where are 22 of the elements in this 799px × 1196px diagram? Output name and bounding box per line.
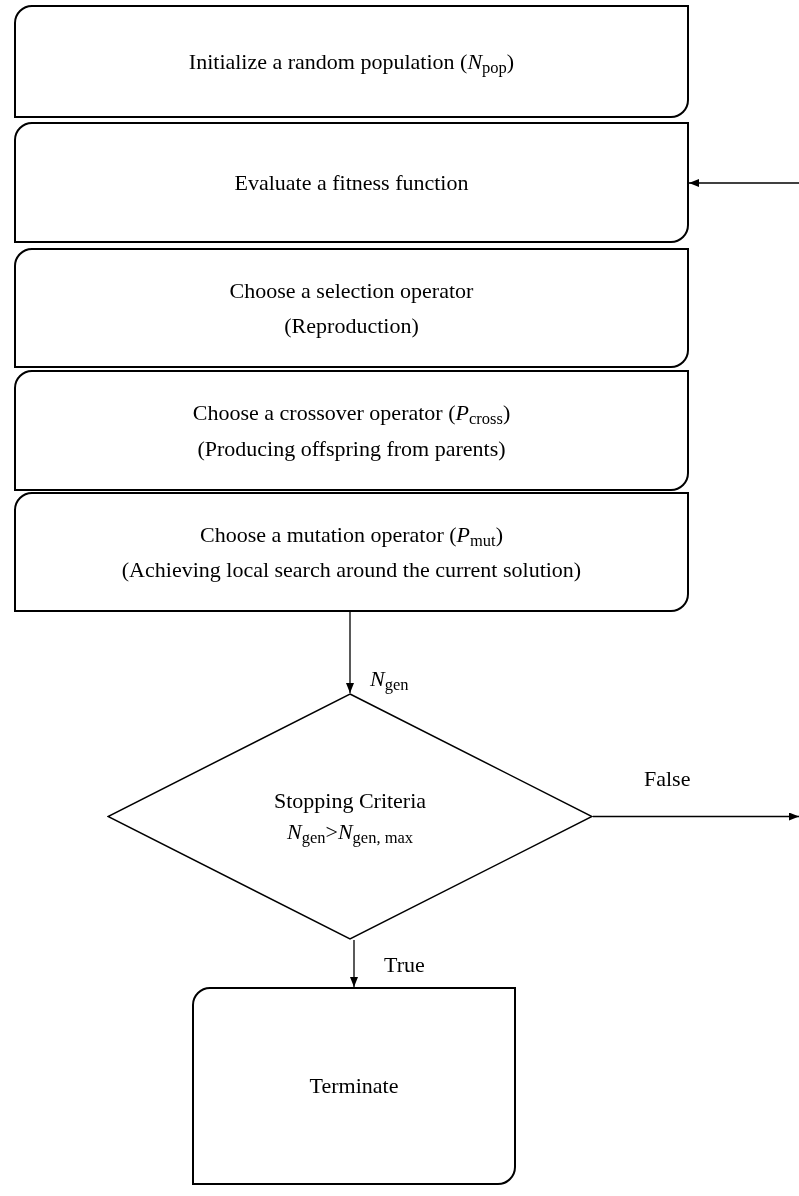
process-box	[14, 248, 689, 368]
node-text: Stopping Criteria	[273, 786, 427, 815]
arrow	[350, 939, 358, 988]
decision-diamond	[107, 693, 593, 940]
node-text: Choose a crossover operator (P$_{cross}$)	[192, 399, 511, 431]
node-text: (Achieving local search around the current solution)	[121, 556, 582, 584]
process-box	[192, 987, 516, 1185]
node-text: (Producing offspring from parents)	[197, 434, 506, 463]
node-text: Evaluate a fitness function	[234, 168, 469, 197]
node-text: N$_{gen}$>N$_{gen, max}$	[286, 817, 414, 848]
arrow	[688, 179, 799, 187]
process-box	[14, 492, 689, 612]
node-text: Choose a selection operator	[229, 276, 474, 305]
node-text: Initialize a random population (N$_{pop}$)	[188, 47, 515, 80]
process-box	[14, 370, 689, 491]
arrow	[346, 611, 354, 694]
node-text: Choose a mutation operator (P$_{mut}$)	[199, 520, 504, 552]
node-text: (Reproduction)	[284, 312, 419, 340]
process-box	[14, 122, 689, 243]
process-box	[14, 5, 689, 118]
node-text: Terminate	[309, 1072, 399, 1101]
arrow	[592, 812, 799, 821]
